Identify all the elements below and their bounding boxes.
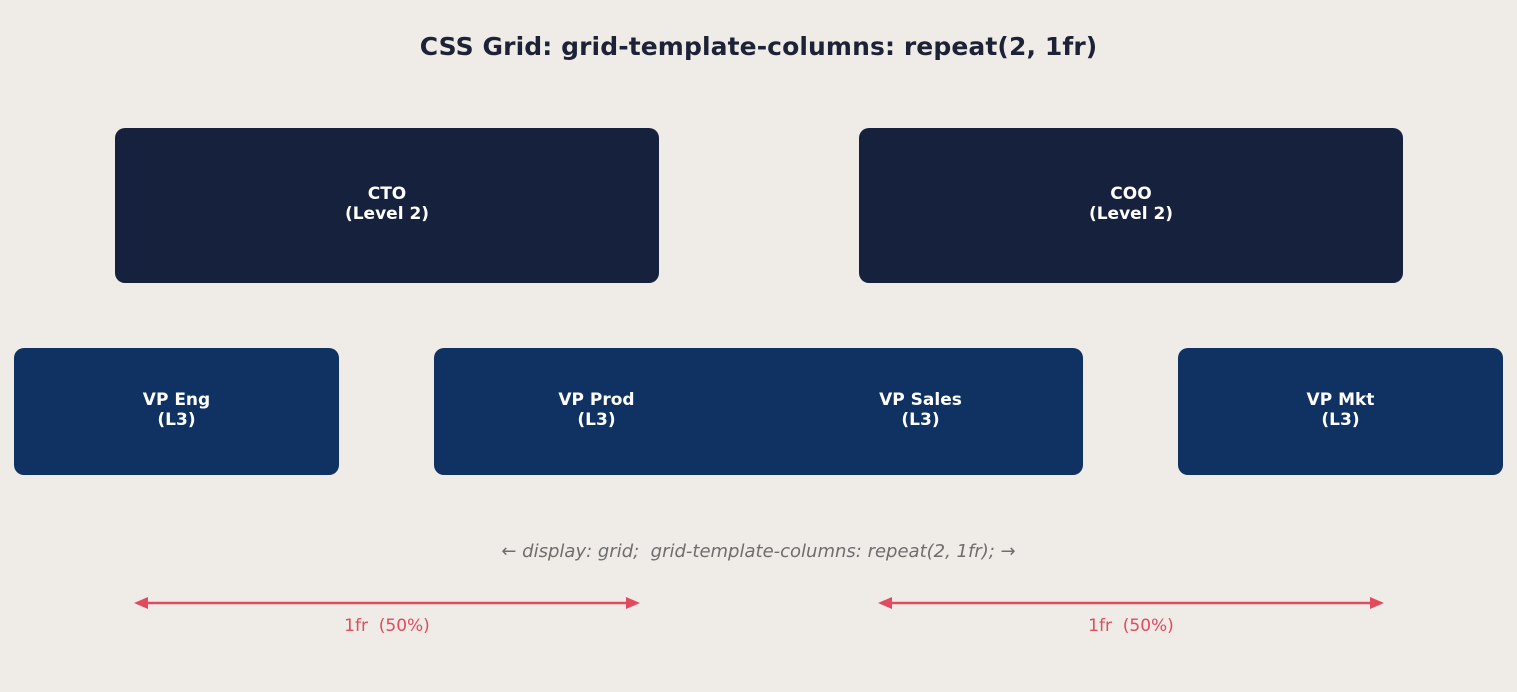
node-vp-eng-subtitle: (L3) — [157, 409, 196, 430]
measure-column-2: 1fr (50%) — [877, 592, 1385, 646]
measure-column-1-label: 1fr (50%) — [344, 616, 430, 636]
node-cto[interactable]: CTO (Level 2) — [115, 128, 659, 283]
node-coo-subtitle: (Level 2) — [1088, 203, 1174, 224]
measure-column-1: 1fr (50%) — [133, 592, 641, 646]
double-arrow-icon — [878, 597, 1384, 609]
node-vp-eng[interactable]: VP Eng (L3) — [14, 348, 339, 475]
grid-caption: ← display: grid; grid-template-columns: … — [501, 541, 1016, 562]
node-vp-sales[interactable]: VP Sales (L3) — [758, 348, 1083, 475]
node-cto-subtitle: (Level 2) — [344, 203, 430, 224]
node-vp-mkt-title: VP Mkt — [1306, 390, 1375, 410]
node-vp-mkt[interactable]: VP Mkt (L3) — [1178, 348, 1503, 475]
node-vp-eng-title: VP Eng — [142, 390, 211, 410]
node-vp-prod-title: VP Prod — [558, 390, 635, 410]
node-vp-sales-title: VP Sales — [879, 390, 962, 410]
page-title: CSS Grid: grid-template-columns: repeat(… — [419, 32, 1098, 61]
node-coo-title: COO — [1110, 184, 1152, 204]
node-vp-sales-subtitle: (L3) — [901, 409, 940, 430]
node-coo[interactable]: COO (Level 2) — [859, 128, 1403, 283]
node-cto-title: CTO — [367, 184, 407, 204]
measure-column-2-label: 1fr (50%) — [1088, 616, 1174, 636]
node-vp-prod-subtitle: (L3) — [577, 409, 616, 430]
node-vp-prod[interactable]: VP Prod (L3) — [434, 348, 759, 475]
node-vp-mkt-subtitle: (L3) — [1321, 409, 1360, 430]
double-arrow-icon — [134, 597, 640, 609]
